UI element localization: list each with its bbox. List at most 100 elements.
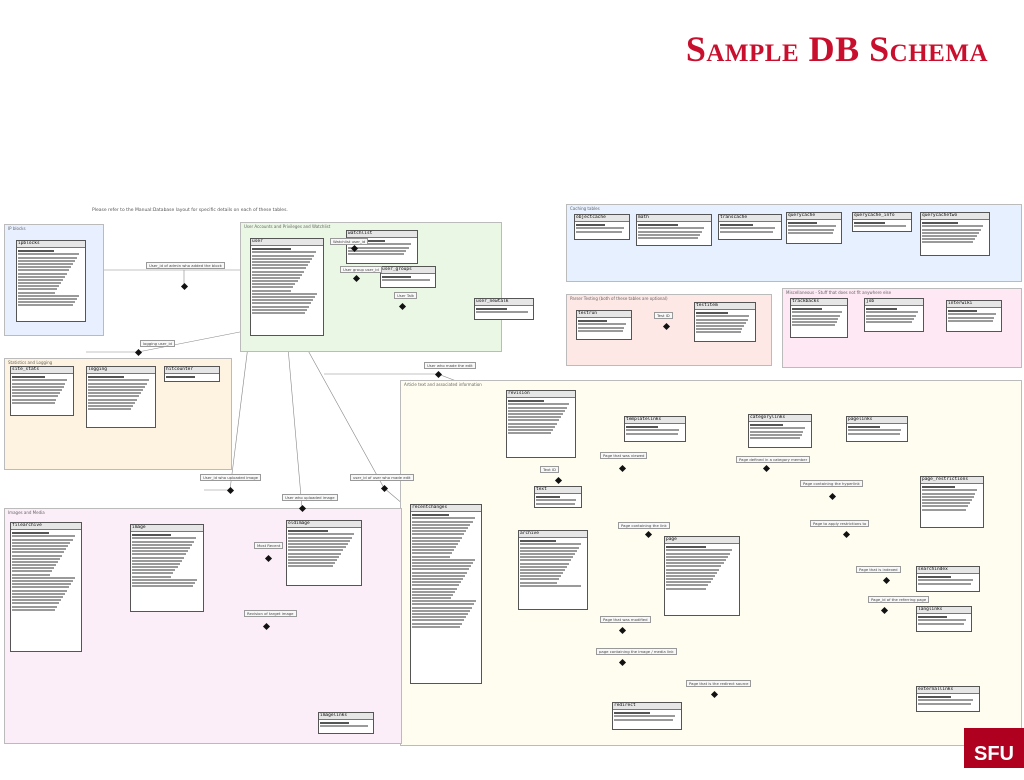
table-column bbox=[18, 262, 73, 265]
table-name: filearchive bbox=[11, 523, 81, 530]
group-title: IP blocks bbox=[8, 226, 26, 231]
table-redirect[interactable]: redirect bbox=[612, 702, 682, 730]
table-user-newtalk[interactable]: user_newtalk bbox=[474, 298, 534, 320]
table-interwiki[interactable]: interwiki bbox=[946, 300, 1002, 332]
table-column bbox=[252, 289, 292, 292]
table-categorylinks[interactable]: categorylinks bbox=[748, 414, 812, 448]
table-user[interactable]: user bbox=[250, 238, 324, 336]
table-column bbox=[626, 429, 680, 432]
table-column bbox=[412, 622, 462, 625]
table-transcache[interactable]: transcache bbox=[718, 214, 782, 240]
table-column bbox=[412, 562, 474, 564]
primary-key-column bbox=[696, 312, 728, 315]
table-langlinks[interactable]: langlinks bbox=[916, 606, 972, 632]
table-hitcounter[interactable]: hitcounter bbox=[164, 366, 220, 382]
table-column bbox=[918, 699, 974, 702]
table-pagelinks[interactable]: pagelinks bbox=[846, 416, 908, 442]
table-column bbox=[788, 225, 836, 228]
table-oldimage[interactable]: oldimage bbox=[286, 520, 362, 586]
table-user-groups[interactable]: user_groups bbox=[380, 266, 436, 288]
table-name: categorylinks bbox=[749, 415, 811, 422]
table-ipblocks[interactable]: ipblocks bbox=[16, 240, 86, 322]
table-column bbox=[614, 718, 673, 721]
table-querycache-info[interactable]: querycache_info bbox=[852, 212, 912, 232]
table-column bbox=[288, 555, 340, 558]
table-searchindex[interactable]: searchindex bbox=[916, 566, 980, 592]
table-testrun[interactable]: testrun bbox=[576, 310, 632, 340]
table-objectcache[interactable]: objectcache bbox=[574, 214, 630, 240]
table-column bbox=[948, 316, 995, 319]
table-column bbox=[948, 313, 996, 316]
relation-label: Page defined in a category member bbox=[736, 456, 811, 463]
table-column bbox=[132, 575, 172, 578]
group-title: User Accounts and Privileges and Watchli… bbox=[244, 224, 331, 229]
table-column bbox=[288, 546, 346, 549]
table-job[interactable]: job bbox=[864, 298, 924, 332]
table-column bbox=[252, 292, 318, 295]
table-archive[interactable]: archive bbox=[518, 530, 588, 610]
table-column bbox=[412, 600, 476, 603]
table-column bbox=[288, 565, 333, 568]
table-testitem[interactable]: testitem bbox=[694, 302, 756, 342]
table-column bbox=[520, 543, 581, 546]
table-column bbox=[412, 616, 466, 619]
table-column bbox=[252, 260, 311, 263]
relation-label: Watchlist user_id bbox=[330, 238, 369, 245]
table-watchlist[interactable]: watchlist bbox=[346, 230, 418, 264]
table-externallinks[interactable]: externallinks bbox=[916, 686, 980, 712]
table-revision[interactable]: revision bbox=[506, 390, 576, 458]
table-name: externallinks bbox=[917, 687, 979, 694]
table-column bbox=[412, 523, 471, 526]
table-column bbox=[412, 606, 472, 609]
table-column bbox=[252, 283, 296, 286]
table-column bbox=[750, 436, 800, 439]
table-column bbox=[252, 280, 298, 283]
table-querycachetwo[interactable]: querycachetwo bbox=[920, 212, 990, 256]
table-imagelinks[interactable]: imagelinks bbox=[318, 712, 374, 734]
table-column bbox=[252, 270, 304, 273]
table-column bbox=[18, 285, 59, 288]
table-templatelinks[interactable]: templatelinks bbox=[624, 416, 686, 442]
table-column bbox=[638, 233, 700, 236]
table-column bbox=[792, 324, 836, 327]
table-filearchive[interactable]: filearchive bbox=[10, 522, 82, 652]
reference-note: Please refer to the Manual:Database layo… bbox=[92, 208, 288, 213]
table-site-stats[interactable]: site_stats bbox=[10, 366, 74, 416]
table-column bbox=[866, 320, 913, 323]
primary-key-column bbox=[750, 424, 783, 427]
table-page-restrictions[interactable]: page_restrictions bbox=[920, 476, 984, 528]
table-column bbox=[88, 382, 147, 385]
table-column bbox=[520, 578, 559, 581]
table-column bbox=[12, 583, 72, 586]
primary-key-column bbox=[576, 224, 605, 227]
relation-label: user_id of user who made edit bbox=[350, 474, 414, 481]
table-name: image bbox=[131, 525, 203, 532]
table-image[interactable]: image bbox=[130, 524, 204, 612]
table-querycache[interactable]: querycache bbox=[786, 212, 842, 244]
table-column bbox=[12, 538, 73, 541]
table-logging[interactable]: logging bbox=[86, 366, 156, 428]
table-column bbox=[132, 559, 182, 562]
table-column bbox=[12, 401, 55, 404]
relation-label: Page that is the redirect source bbox=[686, 680, 752, 687]
table-column bbox=[18, 294, 80, 297]
table-column bbox=[132, 585, 193, 588]
table-column bbox=[666, 552, 731, 555]
table-column bbox=[412, 520, 473, 523]
table-column bbox=[412, 558, 476, 561]
table-column bbox=[132, 556, 184, 559]
table-page[interactable]: page bbox=[664, 536, 740, 616]
table-name: user bbox=[251, 239, 323, 246]
primary-key-column bbox=[918, 616, 947, 619]
table-recentchanges[interactable]: recentchanges bbox=[410, 504, 482, 684]
primary-key-column bbox=[614, 712, 651, 715]
table-column bbox=[922, 498, 972, 501]
table-column bbox=[638, 230, 703, 233]
table-column bbox=[696, 321, 746, 324]
primary-key-column bbox=[12, 532, 50, 535]
table-text[interactable]: text bbox=[534, 486, 582, 508]
table-trackbacks[interactable]: trackbacks bbox=[790, 298, 848, 338]
table-math[interactable]: math bbox=[636, 214, 712, 246]
table-column bbox=[252, 305, 309, 308]
primary-key-column bbox=[626, 426, 658, 429]
